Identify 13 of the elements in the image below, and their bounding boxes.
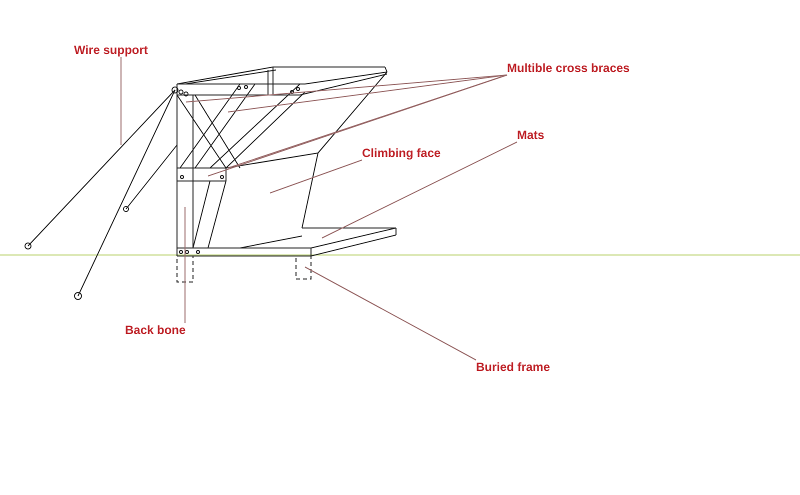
leader-line	[184, 206, 186, 324]
part-label: Wire support	[74, 43, 148, 57]
part-label: Buried frame	[476, 360, 550, 374]
leader-line	[270, 160, 362, 194]
leader-line	[228, 74, 508, 112]
part-label: Mats	[517, 128, 544, 142]
leader-line	[186, 74, 508, 102]
leader-line	[304, 266, 476, 360]
part-label: Multible cross braces	[507, 61, 630, 75]
part-label: Back bone	[125, 323, 186, 337]
part-label: Climbing face	[362, 146, 441, 160]
leader-line	[120, 56, 122, 146]
leader-line	[322, 142, 518, 238]
